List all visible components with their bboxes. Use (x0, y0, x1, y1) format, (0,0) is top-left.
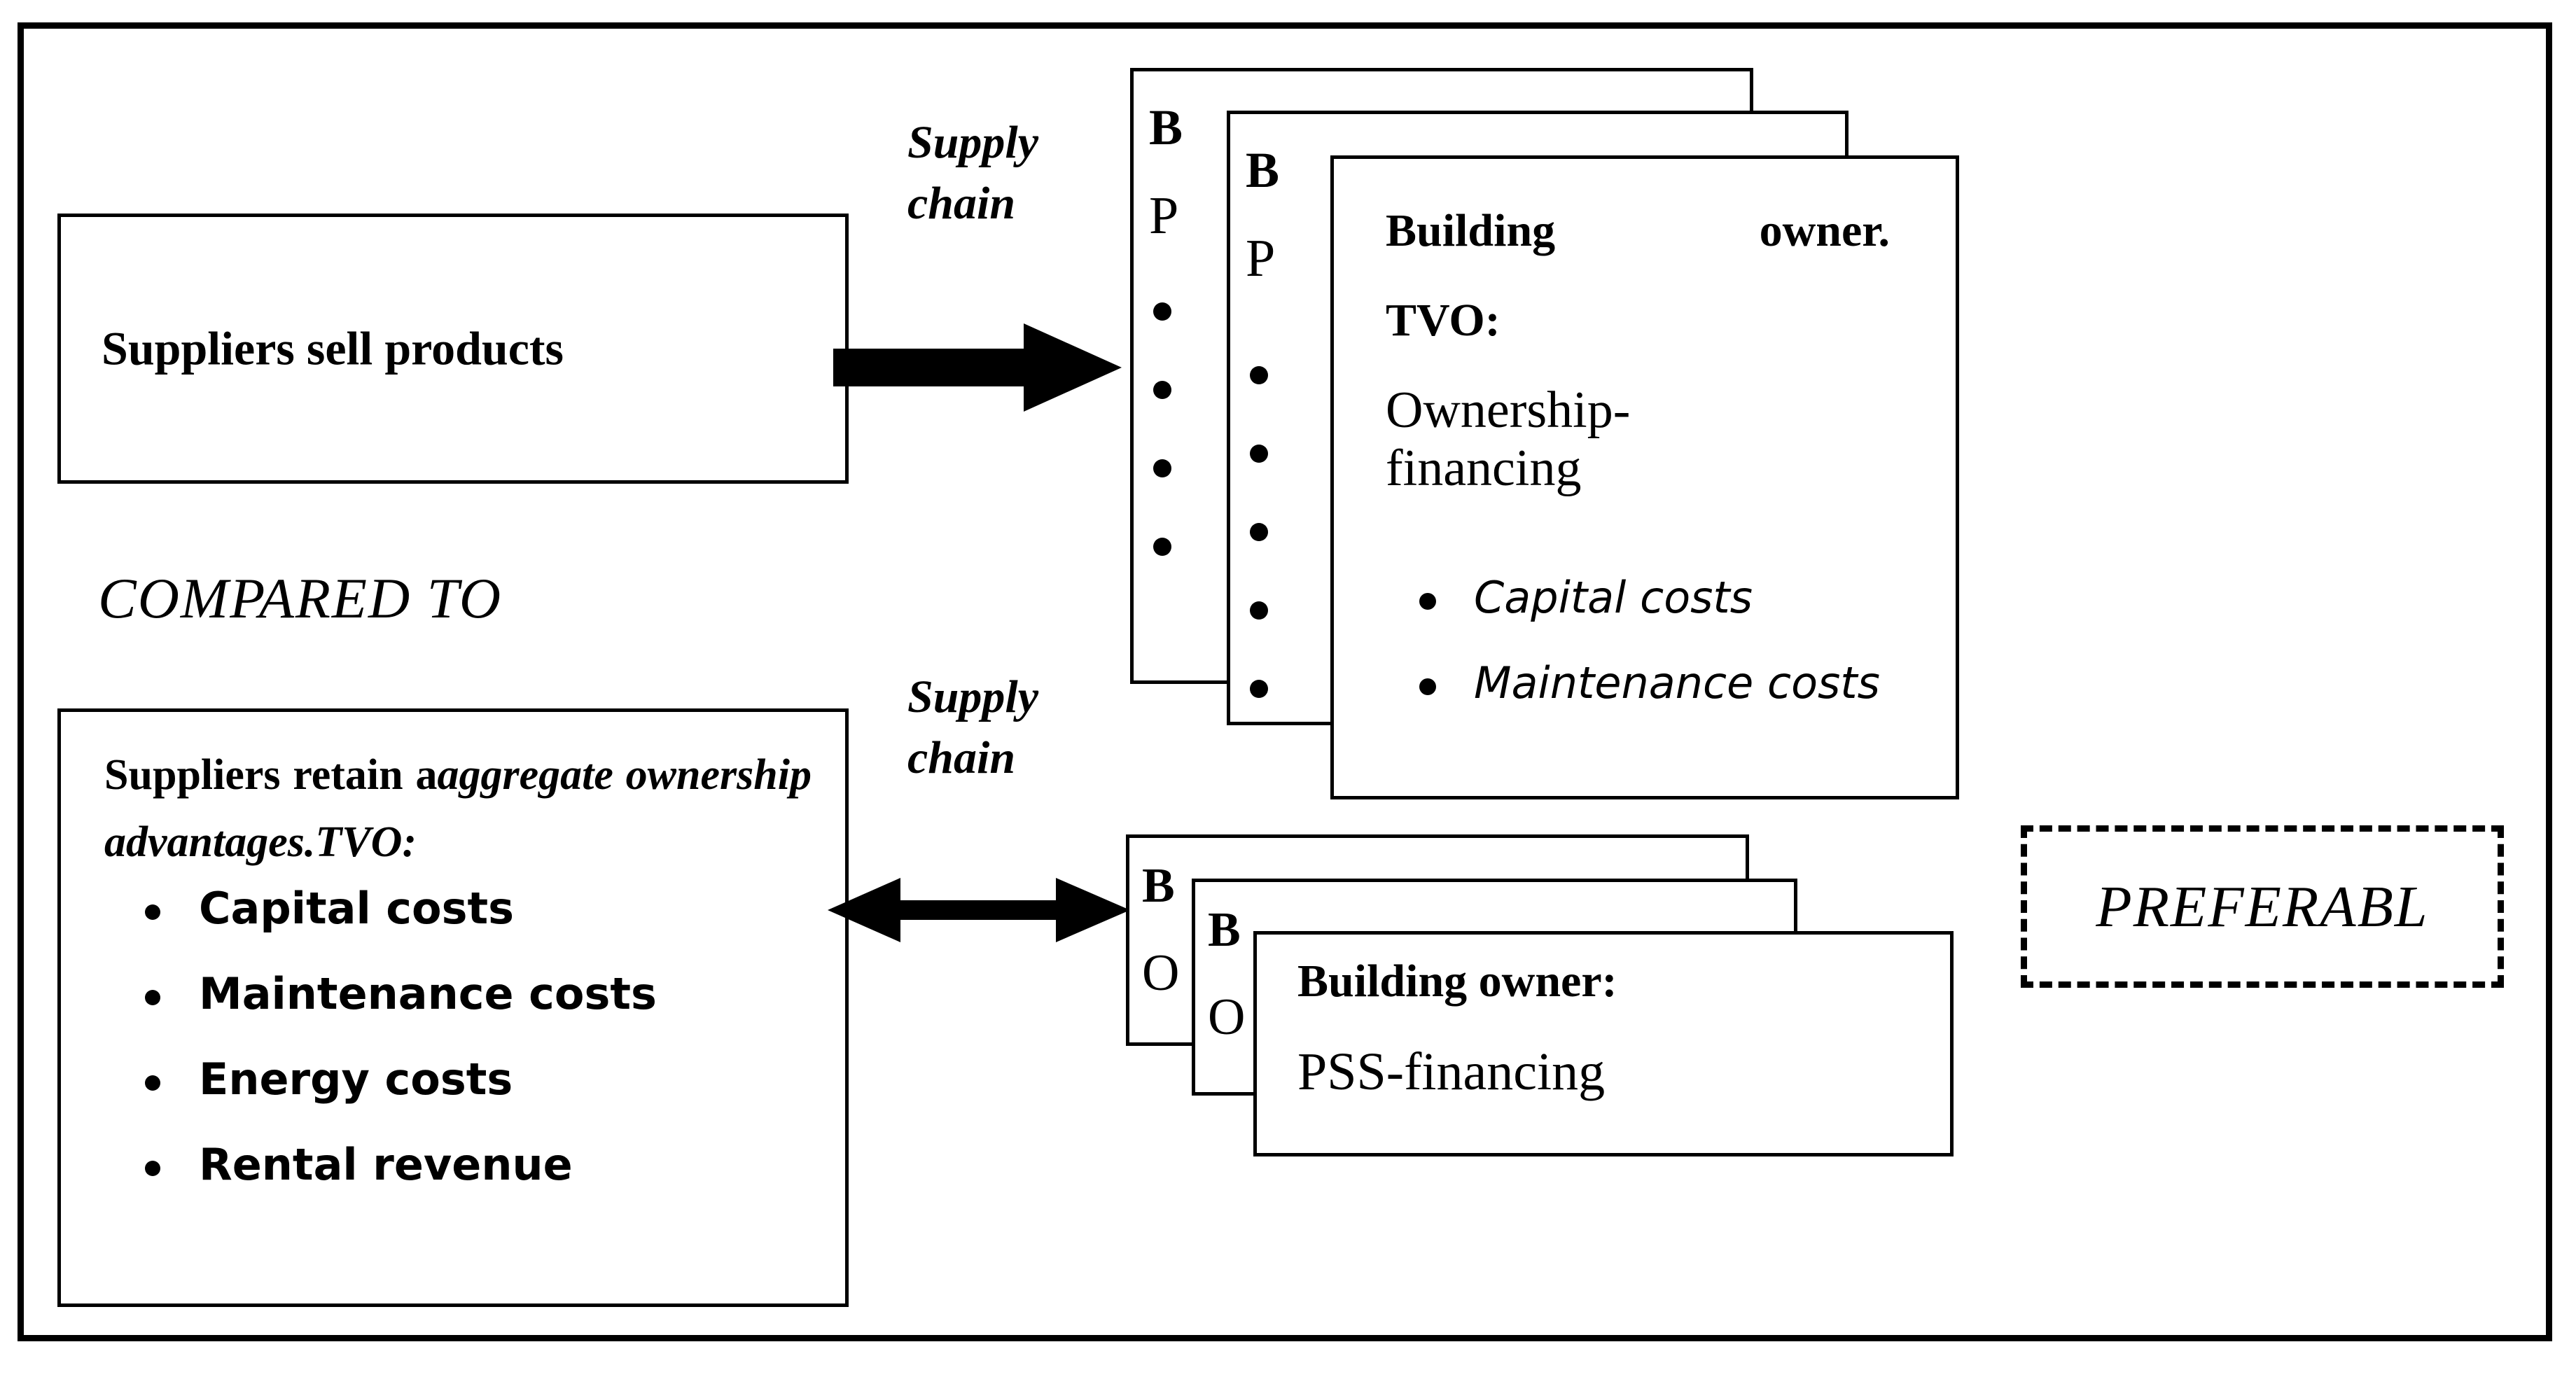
list-item: Energy costs (125, 1058, 812, 1101)
compared-to-label: COMPARED TO (98, 566, 503, 630)
card-front-building-owner-pss: Building owner: PSS-financing (1253, 931, 1954, 1156)
bullet-dot-icon (1153, 381, 1171, 399)
card-back-bottom-1-head: B (1142, 859, 1175, 913)
list-item-label: Capital costs (199, 883, 515, 934)
supply-chain-label-top: Supply chain (907, 112, 1038, 234)
card-back-bottom-1-sub: O (1142, 944, 1180, 1002)
card-front-building-owner-tvo: Building owner. TVO: Ownership-financing… (1330, 155, 1959, 799)
card-front-top-bullet-list: Capital costs Maintenance costs (1398, 576, 1930, 747)
card-back-top-1-head: B (1149, 99, 1183, 155)
bullet-dot-icon (1250, 366, 1268, 384)
list-item-label: Maintenance costs (199, 968, 657, 1019)
card-back-top-1-sub: P (1149, 186, 1179, 245)
supply-chain-label-bottom-line1: Supply (907, 671, 1039, 722)
retain-heading-part2: aggregate ownership advantages.TVO: (104, 751, 812, 867)
card-back-top-2-sub: P (1246, 229, 1276, 288)
bullet-dot-icon (1419, 592, 1436, 610)
card-back-top-2-head: B (1246, 142, 1280, 198)
bullet-dot-icon (1153, 459, 1171, 477)
card-front-top-subject: Ownership-financing (1386, 382, 1631, 497)
retain-bullet-list: Capital costs Maintenance costs Energy c… (125, 887, 812, 1229)
list-item: Maintenance costs (125, 972, 812, 1016)
bullet-dot-icon (145, 1075, 160, 1091)
bullet-dot-icon (1153, 302, 1171, 321)
supply-chain-label-bottom-line2: chain (907, 732, 1016, 784)
supply-chain-label-bottom: Supply chain (907, 666, 1038, 788)
box-suppliers-sell-products: Suppliers sell products (57, 214, 849, 484)
list-item: Capital costs (1398, 576, 1930, 620)
card-front-bottom-subject: PSS-financing (1297, 1042, 1606, 1101)
preferable-label: PREFERABL (2096, 874, 2429, 939)
box-retain-heading: Suppliers retain aaggregate ownership ad… (104, 741, 812, 876)
bullet-dot-icon (145, 1160, 160, 1176)
preferable-callout-box: PREFERABL (2021, 825, 2504, 988)
card-back-bottom-2-sub: O (1208, 988, 1246, 1046)
card-front-top-title-right: owner. (1759, 205, 1890, 256)
list-item-label: Maintenance costs (1474, 657, 1880, 708)
list-item-label: Capital costs (1474, 572, 1753, 623)
card-back-bottom-2-head: B (1208, 903, 1241, 957)
supply-chain-label-top-line1: Supply (907, 117, 1039, 168)
outer-frame-border (18, 22, 2552, 1341)
bullet-dot-icon (1250, 445, 1268, 463)
box-suppliers-sell-label: Suppliers sell products (102, 321, 564, 375)
bullet-dot-icon (145, 904, 160, 920)
bullet-dot-icon (145, 989, 160, 1005)
list-item-label: Rental revenue (199, 1139, 573, 1190)
list-item: Rental revenue (125, 1143, 812, 1187)
bullet-dot-icon (1153, 538, 1171, 556)
box-suppliers-retain-ownership: Suppliers retain aaggregate ownership ad… (57, 708, 849, 1307)
supply-chain-label-top-line2: chain (907, 178, 1016, 230)
card-back-top-2-bullets (1250, 366, 1268, 758)
retain-heading-part1: Suppliers retain a (104, 751, 438, 799)
right-arrow-icon (833, 323, 1122, 412)
double-arrow-icon (828, 878, 1130, 942)
bullet-dot-icon (1419, 678, 1436, 695)
card-front-top-title-left: Building (1386, 205, 1556, 256)
bullet-dot-icon (1250, 523, 1268, 541)
bullet-dot-icon (1250, 601, 1268, 620)
card-front-top-tvo-label: TVO: (1386, 295, 1501, 346)
card-back-top-1-bullets (1153, 302, 1171, 616)
bullet-dot-icon (1250, 680, 1268, 698)
list-item: Maintenance costs (1398, 662, 1930, 705)
list-item-label: Energy costs (199, 1054, 513, 1105)
card-front-bottom-title: Building owner: (1297, 956, 1617, 1007)
card-front-top-title: Building owner. (1386, 208, 1890, 254)
list-item: Capital costs (125, 887, 812, 930)
